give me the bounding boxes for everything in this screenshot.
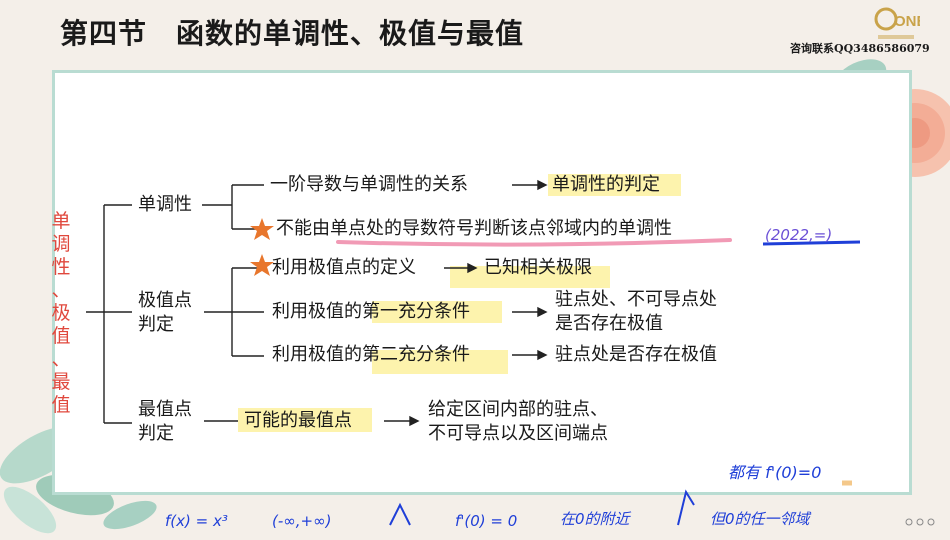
item-first-sufficient-result-line1: 驻点处、不可导点处 [555,289,717,310]
item-possible-max-result-line2: 不可导点以及区间端点 [428,423,608,444]
highlight-item1-result [548,174,681,196]
brand-logo: ONE [874,7,920,39]
item-possible-max-result-line1: 给定区间内部的驻点、 [428,399,608,420]
highlight-item6 [238,408,372,432]
handwritten-function: f(x) = x³ [165,512,228,530]
branch-extreme-line1: 极值点 [138,290,192,311]
branch-max-line2: 判定 [138,423,174,444]
handwritten-all-have: 都有 f'(0)=0 [728,463,822,482]
branch-extreme-line2: 判定 [138,314,174,335]
star-icon [250,218,274,240]
contact-info: 咨询联系QQ3486586079 [790,42,930,55]
item-extreme-definition: 利用极值点的定义 [272,257,416,278]
item-single-point-warning: 不能由单点处的导数符号判断该点邻域内的单调性 [276,218,672,239]
arrow-group [384,179,548,427]
page-title: 第四节 函数的单调性、极值与最值 [60,17,525,50]
handwritten-derivative: f'(0) = 0 [455,512,518,530]
root-topic: 单调 性、 极值 、最 值 [51,210,71,416]
slide-nav-icons [905,518,935,526]
underline-item2 [336,238,732,247]
highlight-item5 [372,350,508,374]
handwritten-year-note: (2022,=) [765,226,833,244]
item-extreme-definition-result: 已知相关极限 [484,257,592,278]
item-first-derivative-result: 单调性的判定 [552,174,660,195]
star-icon [250,254,274,276]
item-first-sufficient-result-line2: 是否存在极值 [555,313,663,334]
item-first-derivative: 一阶导数与单调性的关系 [270,174,468,195]
item-first-sufficient: 利用极值的第一充分条件 [272,301,470,322]
branch-monotonic: 单调性 [138,194,192,215]
highlight-item4 [372,301,502,323]
handwritten-but-note: 但0的任一邻域 [710,510,810,528]
underline-year-note [762,240,861,246]
branch-max-line1: 最值点 [138,399,192,420]
handwritten-interval: (-∞,+∞) [272,512,332,530]
svg-text:ONE: ONE [894,13,920,30]
header-bar: 第四节 函数的单调性、极值与最值 ONE 咨询联系QQ3486586079 [0,0,950,58]
handwritten-near-zero: 在0的附近 [560,510,630,528]
highlight-item3-result [450,266,610,288]
item-possible-max: 可能的最值点 [244,410,352,431]
item-second-sufficient: 利用极值的第二充分条件 [272,344,470,365]
item-second-sufficient-result: 驻点处是否存在极值 [555,344,717,365]
